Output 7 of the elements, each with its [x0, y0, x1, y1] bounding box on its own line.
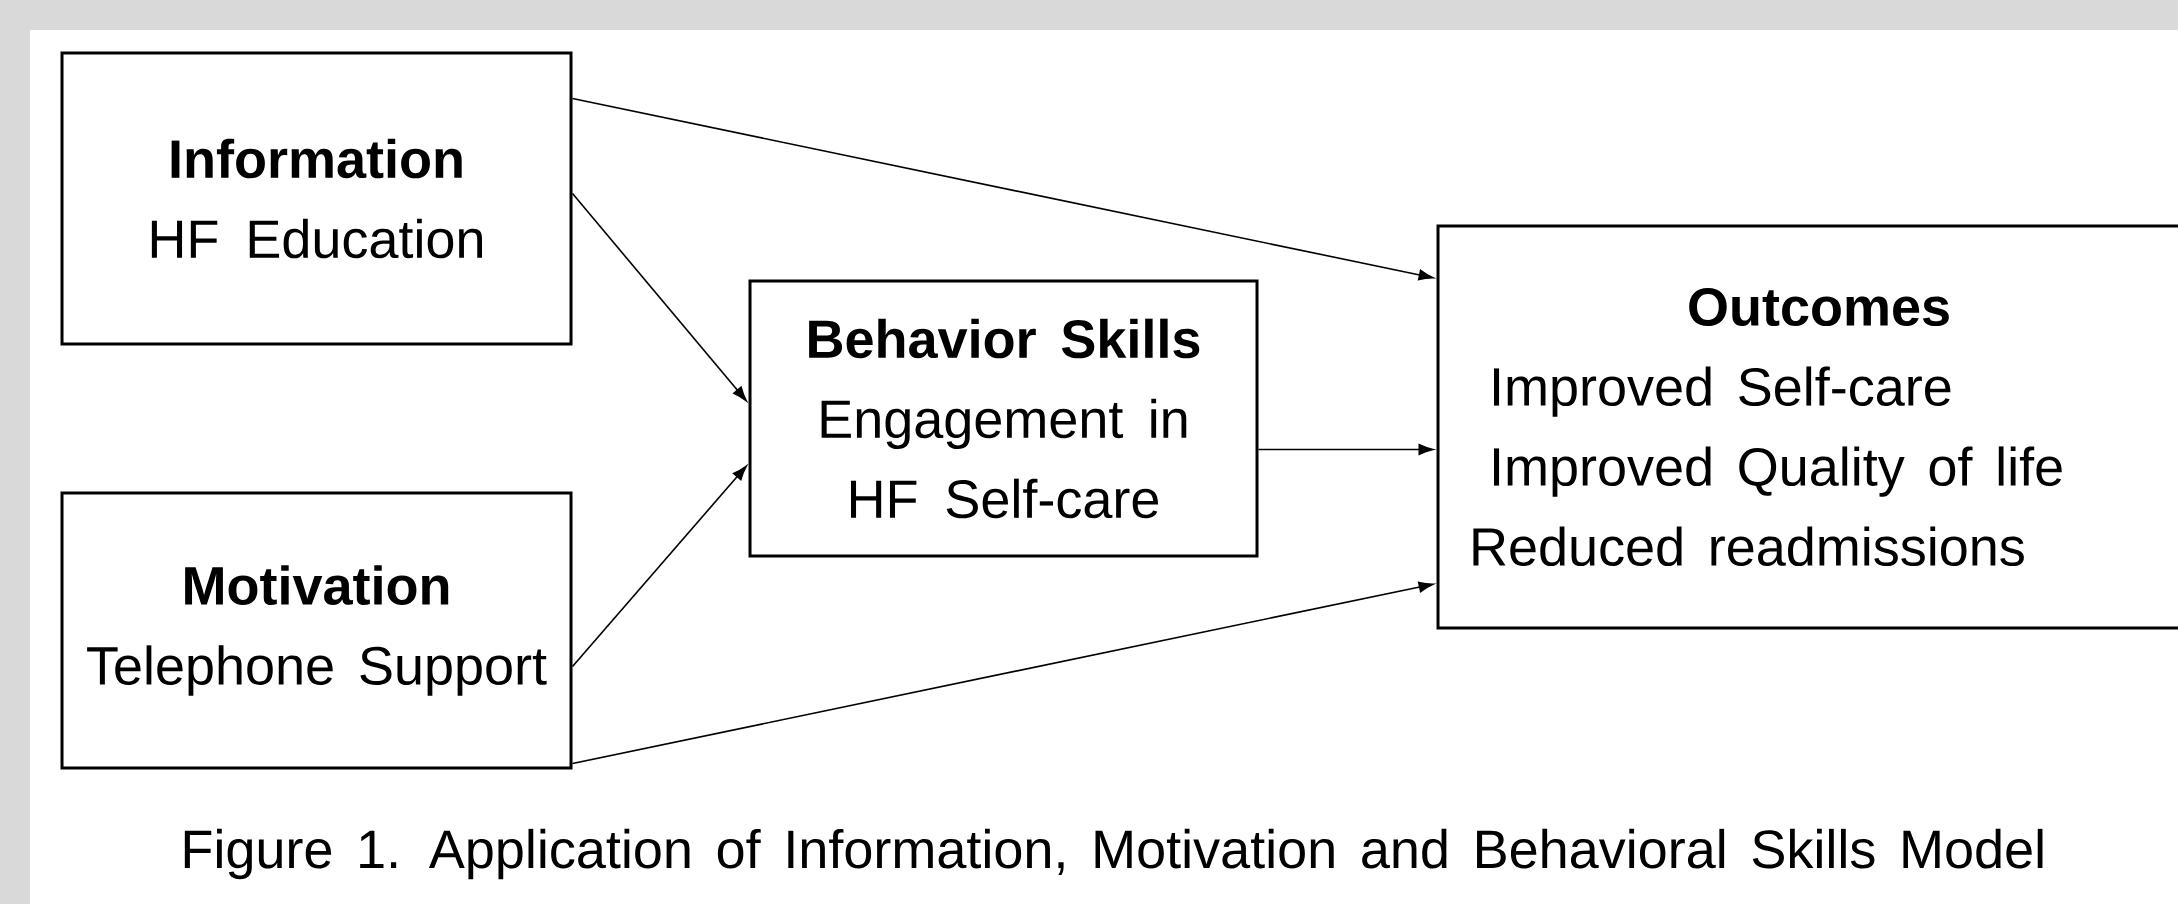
arrow	[571, 97, 1434, 281]
concept-box: Behavior Skills Engagement in HF Self-care	[748, 279, 1259, 558]
concept-box: Information HF Education	[60, 51, 573, 346]
figure-caption: Figure 1. Application of Information, Motivation and Behavioral Skills Model	[184, 828, 2043, 880]
outcome-box: Outcomes Improved Self-care Improved Quality of life Reduced readmissions	[1436, 224, 2178, 630]
concept-box: Motivation Telephone Support	[60, 491, 573, 770]
arrow	[571, 192, 747, 402]
